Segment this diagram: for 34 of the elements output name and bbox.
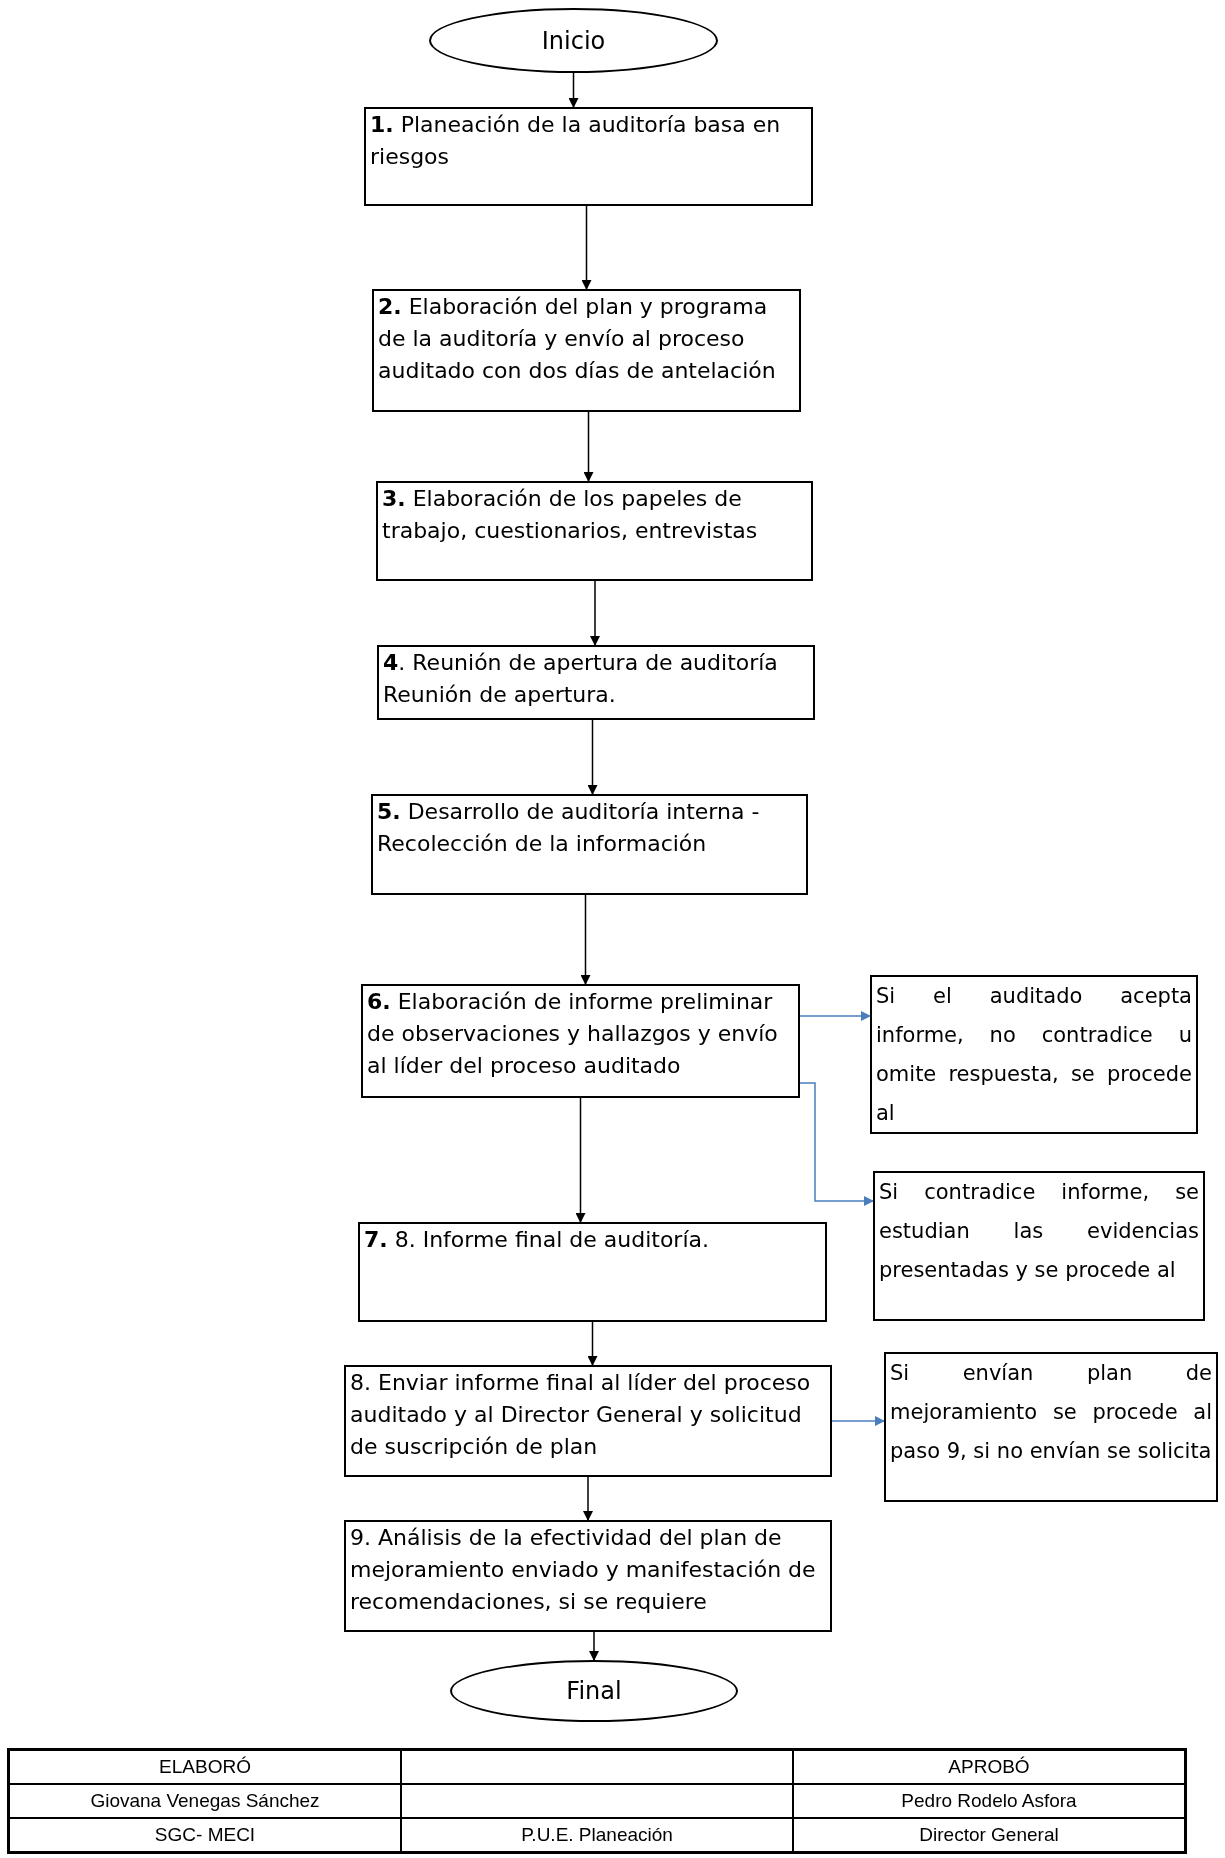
process-box: 2. Elaboración del plan y programa de la auditoría y envío al proceso auditado con dos días de antelación (372, 289, 801, 412)
table-cell: ELABORÓ (9, 1750, 401, 1784)
arrow (799, 1011, 871, 1021)
arrow (583, 1476, 593, 1521)
arrow (587, 1321, 598, 1366)
arrow (583, 411, 594, 482)
table-cell: Director General (793, 1818, 1185, 1852)
process-box: 7. 8. Informe final de auditoría. (358, 1222, 827, 1322)
process-box: 4. Reunión de apertura de auditoría Reunión de apertura. (377, 645, 815, 720)
table-cell: SGC- MECI (9, 1818, 401, 1852)
terminal-oval: Final (450, 1660, 738, 1722)
arrow (831, 1416, 885, 1426)
process-box: 5. Desarrollo de auditoría interna - Recolección de la información (371, 794, 808, 895)
arrow (589, 1631, 599, 1661)
arrow (581, 205, 592, 290)
table-cell: Giovana Venegas Sánchez (9, 1784, 401, 1818)
terminal-oval: Inicio (429, 8, 718, 73)
process-box: 6. Elaboración de informe preliminar de observaciones y hallazgos y envío al líder del proceso auditado (361, 984, 800, 1098)
process-box: 1. Planeación de la auditoría basa en riesgos (364, 107, 813, 206)
process-box: 9. Análisis de la efectividad del plan de mejoramiento enviado y manifestación de recomendaciones, si se requiere (344, 1520, 832, 1632)
table-cell: Pedro Rodelo Asfora (793, 1784, 1185, 1818)
arrow (587, 719, 598, 795)
table-cell: P.U.E. Planeación (401, 1818, 793, 1852)
arrow (590, 580, 600, 646)
note-box: Si contradice informe, se estudian las evidencias presentadas y se procede al (873, 1171, 1205, 1321)
note-box: Si envían plan de mejoramiento se procede al paso 9, si no envían se solicita (884, 1352, 1218, 1502)
arrow (568, 72, 579, 108)
process-box: 3. Elaboración de los papeles de trabajo, cuestionarios, entrevistas (376, 481, 813, 581)
table-cell: APROBÓ (793, 1750, 1185, 1784)
note-box: Si el auditado acepta informe, no contradice u omite respuesta, se procede al (870, 975, 1198, 1135)
process-box: 8. Enviar informe final al líder del proceso auditado y al Director General y solicitud de suscripción de plan (344, 1365, 832, 1477)
arrow (799, 1082, 874, 1206)
arrow (575, 1097, 586, 1223)
arrow (580, 894, 591, 985)
